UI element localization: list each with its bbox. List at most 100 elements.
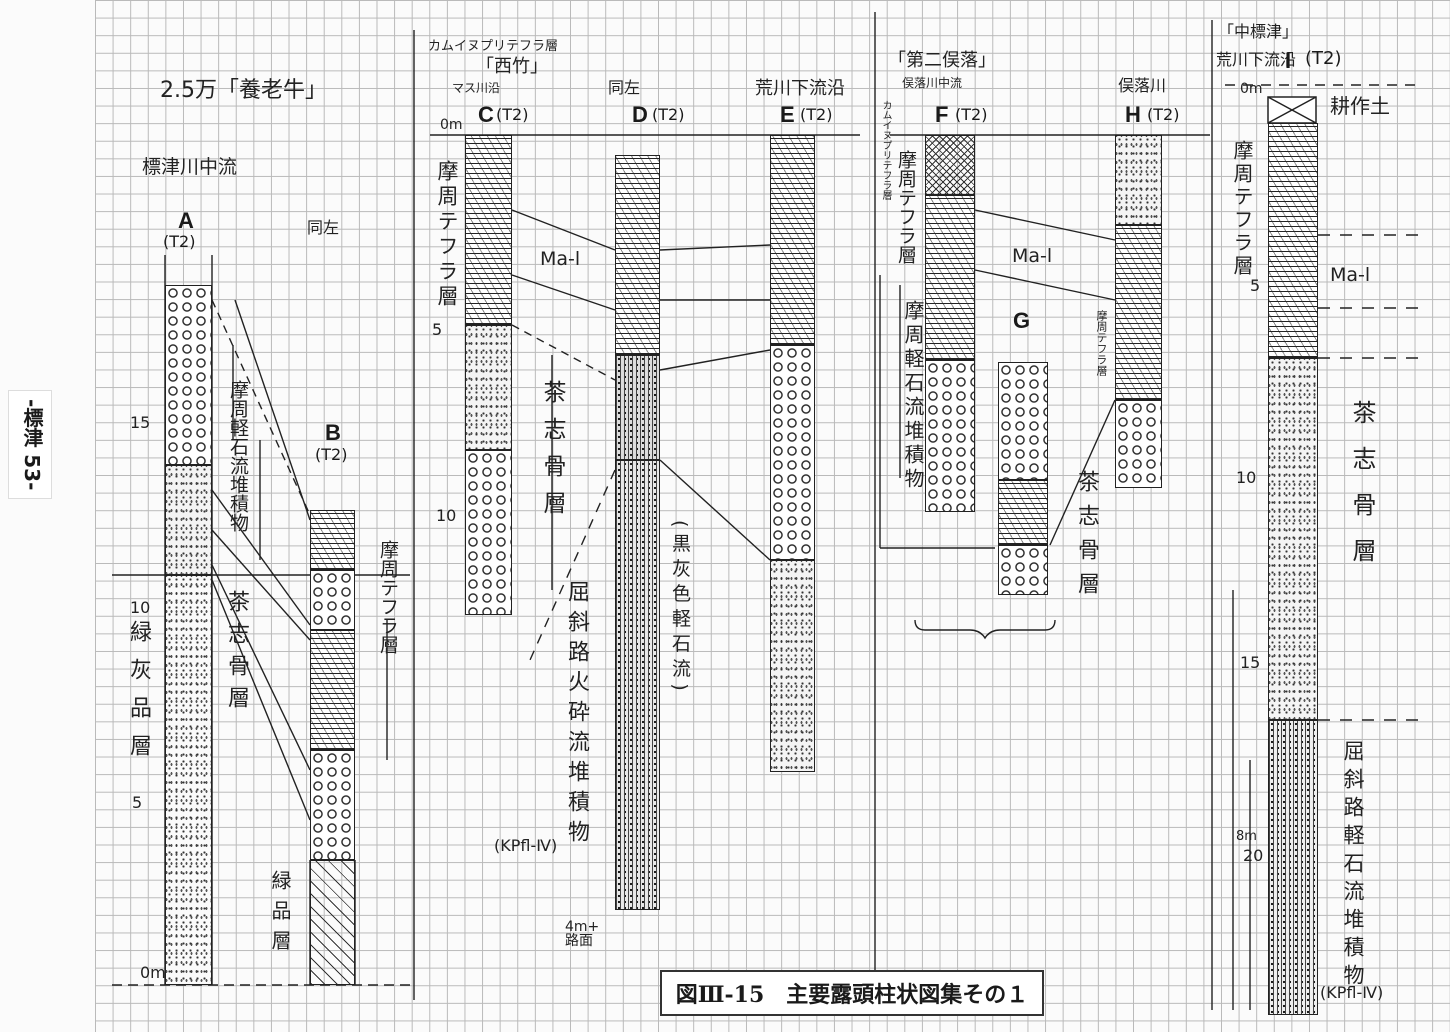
column-g-mid [998, 480, 1048, 545]
kpfl-code-i: (KPfl-Ⅳ) [1320, 983, 1384, 1002]
column-a-top [165, 285, 212, 465]
column-d-tephra [615, 155, 660, 355]
column-e-gravel [770, 345, 815, 560]
column-c-label: C [478, 102, 494, 127]
figure-caption: 図Ⅲ-15 主要露頭柱状図集その１ [660, 970, 1044, 1016]
column-e-code: (T2) [800, 105, 833, 124]
page-side-tag: -標津 53- [8, 390, 52, 500]
note-mataochi-h: 俣落川 [1118, 76, 1167, 95]
unit-chashi-i: 茶志骨層 [1348, 400, 1376, 584]
depth-0-a: 0m [140, 963, 166, 982]
depth-15-i: 15 [1240, 653, 1261, 672]
column-h-gravel [1115, 400, 1162, 488]
note-daini-sub: 俣落川中流 [902, 76, 963, 90]
column-c-gravel [465, 450, 512, 615]
depth-10-a: 10 [130, 598, 151, 617]
road-note: 4m+ 路面 [565, 919, 600, 949]
depth-0-c: 0m [440, 117, 463, 133]
unit-mashu-tephra-b: 摩周テフラ層 [377, 540, 399, 654]
marker-mal-i: Ma-l [1330, 264, 1371, 286]
unit-chashi-c: 茶志骨層 [539, 380, 565, 528]
column-d-chashi [615, 355, 660, 460]
unit-mashu-tephra-c: 摩周テフラ層 [435, 160, 459, 310]
note-kamui-f: カムイヌプリテフラ層 [880, 100, 891, 200]
column-g-label: G [1013, 308, 1031, 333]
column-c-tephra [465, 135, 512, 325]
column-i-label: I [1285, 48, 1292, 73]
note-kamui-c: カムイヌプリテフラ層 [428, 39, 559, 54]
kpfl-code-d: (KPfl-Ⅳ) [494, 836, 558, 855]
unit-mashu-pumice-f: 摩周軽石流堆積物 [901, 300, 925, 492]
note-arakawa-i: 荒川下流沿 [1216, 50, 1297, 69]
unit-black-pumice: (黒灰色軽石流) [669, 520, 691, 697]
column-f-tephra [925, 195, 975, 360]
column-b-mid [310, 630, 355, 750]
note-arakawa-e: 荒川下流沿 [755, 78, 845, 99]
column-d-kussharo [615, 460, 660, 910]
same-as-left-d: 同左 [608, 78, 641, 97]
column-i-chashi [1268, 358, 1318, 720]
unit-mashu-tephra-f: 摩周テフラ層 [895, 150, 917, 264]
column-i-tephra [1268, 123, 1318, 358]
column-d-label: D [632, 102, 648, 127]
marker-mal-c: Ma-l [540, 248, 581, 270]
unit-shikoku-a: 緑灰品層 [126, 620, 151, 772]
column-b-label: B [325, 420, 341, 445]
note-daini-mataochi: 「第二俣落」 [888, 50, 996, 71]
unit-mashu-pumice-a: 摩周軽石流堆積物 [227, 380, 249, 532]
unit-kussharo-d: 屈斜路火砕流堆積物 [564, 580, 589, 850]
column-b-gravel1 [310, 570, 355, 630]
column-a-mid [165, 465, 212, 575]
note-nakashibetsu: 「中標津」 [1218, 22, 1299, 41]
header-river: 標津川中流 [142, 156, 238, 178]
column-a-low [165, 575, 212, 985]
column-h-label: H [1125, 102, 1141, 127]
depth-5-i: 5 [1250, 276, 1261, 295]
unit-topsoil: 耕作土 [1330, 94, 1390, 118]
depth-5-c: 5 [432, 320, 443, 339]
depth-0-i: 0m [1240, 81, 1263, 97]
column-i-kussharo [1268, 720, 1318, 1015]
column-i-code: (T2) [1305, 48, 1342, 69]
depth-15-a: 15 [130, 413, 151, 432]
column-c-mid [465, 325, 512, 450]
column-f-gravel [925, 360, 975, 512]
column-g-base [998, 545, 1048, 595]
column-a-label: A [178, 208, 194, 233]
column-g-gravel [998, 362, 1048, 480]
unit-mashu-tephra-i: 摩周テフラ層 [1230, 140, 1254, 278]
column-b-base [310, 860, 355, 985]
column-b-gravel2 [310, 750, 355, 860]
unit-mashu-side-h: 摩周テフラ層 [1095, 310, 1108, 376]
column-b-top [310, 510, 355, 570]
column-h-top [1115, 135, 1162, 225]
column-a-code: (T2) [163, 232, 196, 251]
column-c-code: (T2) [496, 105, 529, 124]
column-f-label: F [935, 102, 949, 127]
unit-kussharo-i: 屈斜路軽石流堆積物 [1341, 740, 1365, 992]
column-h-tephra [1115, 225, 1162, 400]
column-d-code: (T2) [652, 105, 685, 124]
column-f-code: (T2) [955, 105, 988, 124]
depth-8m-i: 8m [1236, 829, 1257, 844]
marker-mal-f: Ma-l [1012, 245, 1053, 267]
column-e-label: E [780, 102, 795, 127]
unit-chashi-h: 茶志骨層 [1074, 470, 1099, 606]
column-f-top [925, 135, 975, 195]
note-nishitake: 「西竹」 [476, 56, 548, 77]
column-e-tephra [770, 135, 815, 345]
depth-10-i: 10 [1236, 468, 1257, 487]
column-b-code: (T2) [315, 445, 348, 464]
header-map-sheet: 2.5万「養老牛」 [160, 78, 327, 103]
depth-20-i: 20 [1243, 846, 1264, 865]
note-masu: マス川沿 [452, 81, 501, 95]
column-e-pumice [770, 560, 815, 772]
depth-5-a: 5 [132, 793, 143, 812]
unit-chashi-a: 茶志骨層 [224, 590, 249, 718]
column-h-code: (T2) [1147, 105, 1180, 124]
unit-shikoku-b: 緑品層 [268, 870, 292, 960]
depth-10-c: 10 [436, 506, 457, 525]
same-as-left-a: 同左 [307, 218, 340, 237]
